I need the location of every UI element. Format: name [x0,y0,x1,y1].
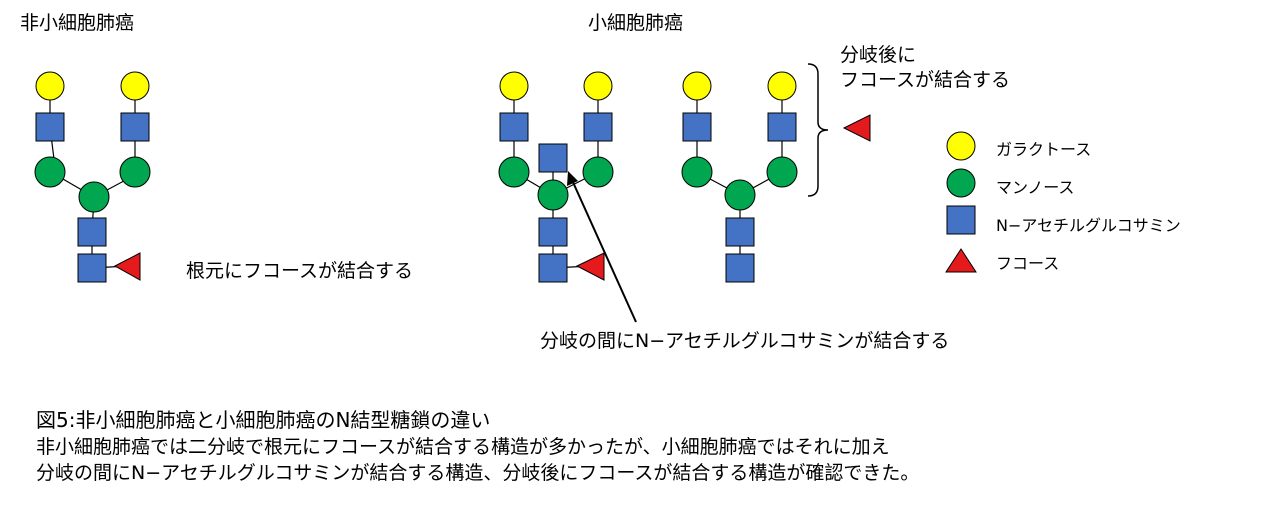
mannose-icon [119,156,151,188]
galactose-icon [946,131,976,161]
arrow-head [567,171,578,186]
legend-glcnac: N−アセチルグルコサミン [996,216,1181,235]
header-sclc: 小細胞肺癌 [588,12,684,34]
glcnac-icon [499,112,529,142]
glycan-sclc-branch [681,71,798,283]
galactose-icon [120,71,150,101]
fucose-icon [113,252,141,281]
label-bisecting-glcnac: 分岐の間にN−アセチルグルコサミンが結合する [540,330,950,352]
fucose-icon [945,248,977,273]
galactose-icon [583,71,613,101]
mannose-icon [78,181,110,213]
header-nsclc: 非小細胞肺癌 [20,12,135,34]
glcnac-icon [725,217,755,247]
caption-title: 図5:非小細胞肺癌と小細胞肺癌のN結型糖鎖の違い [36,408,491,432]
caption-line-1: 非小細胞肺癌では二分岐で根元にフコースが結合する構造が多かったが、小細胞肺癌では… [36,436,890,458]
bracket [807,63,829,197]
galactose-icon [767,71,797,101]
glcnac-icon [682,112,712,142]
legend-mannose: マンノース [996,178,1075,197]
mannose-icon [34,156,66,188]
legend-galactose: ガラクトース [996,140,1092,159]
mannose-icon [582,156,614,188]
legend-fucose: フコース [996,254,1060,273]
glcnac-icon [725,253,755,283]
label-core-fucose: 根元にフコースが結合する [186,260,414,282]
fucose-icon [575,252,605,281]
glcnac-icon [77,217,107,247]
glcnac-icon [120,112,150,142]
glycan-sclc-bisecting [498,71,614,283]
fucose-icon [842,114,871,142]
caption-line-2: 分岐の間にN−アセチルグルコサミンが結合する構造、分岐後にフコースが結合する構造… [36,462,920,484]
glcnac-icon [583,112,613,142]
arrow-line [571,179,637,323]
mannose-icon [724,179,756,211]
glcnac-icon [35,112,65,142]
glcnac-icon [538,253,568,283]
mannose-icon [946,168,976,198]
label-branch-fucose-1: 分岐後に [840,44,917,66]
legend-symbols [945,131,977,273]
bond-lines [49,86,783,269]
glcnac-icon [767,112,797,142]
mannose-icon [498,156,530,188]
glcnac-icon [538,217,568,247]
mannose-icon [766,156,798,188]
bisecting-glcnac-icon [538,143,568,173]
mannose-icon [537,179,569,211]
label-branch-fucose-2: フコースが結合する [840,69,1011,91]
glcnac-icon [77,253,107,283]
galactose-icon [35,71,65,101]
mannose-icon [681,156,713,188]
galactose-icon [682,71,712,101]
galactose-icon [499,71,529,101]
glcnac-icon [946,205,976,235]
glycan-nsclc-core-fucose [34,71,151,283]
